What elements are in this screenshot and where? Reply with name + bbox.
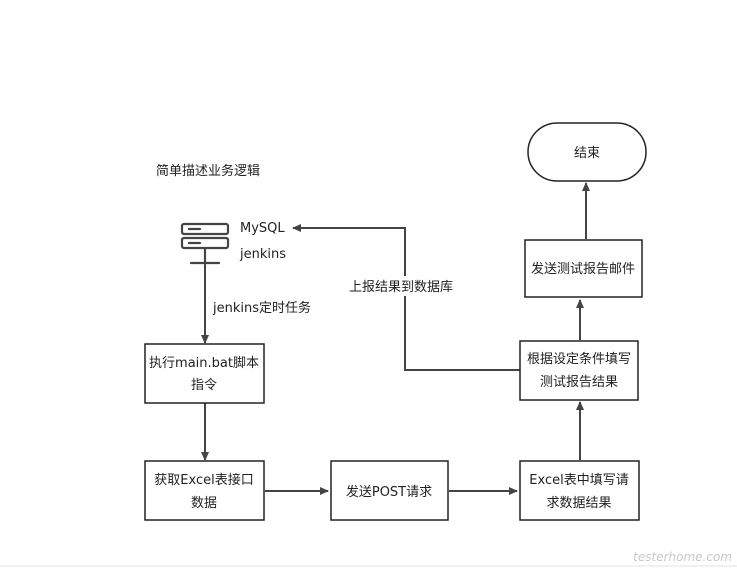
server-label-mysql: MySQL: [240, 221, 285, 236]
node-email: 发送测试报告邮件: [524, 239, 643, 298]
node-email-label: 发送测试报告邮件: [531, 261, 635, 277]
node-fill-line2: 求数据结果: [546, 496, 611, 511]
node-report: 根据设定条件填写 测试报告结果: [519, 340, 639, 401]
node-fill: Excel表中填写请 求数据结果: [519, 460, 640, 521]
node-report-line2: 测试报告结果: [540, 375, 618, 390]
watermark: testerhome.com: [633, 550, 732, 564]
node-exec-line1: 执行main.bat脚本: [149, 355, 259, 371]
server-label-jenkins: jenkins: [239, 247, 286, 262]
diagram-title: 简单描述业务逻辑: [156, 163, 260, 179]
node-fetch: 获取Excel表接口 数据: [144, 460, 265, 521]
node-end-label: 结束: [574, 146, 600, 161]
node-fill-line1: Excel表中填写请: [529, 473, 628, 488]
node-exec-line2: 指令: [191, 378, 217, 393]
node-fetch-line2: 数据: [191, 496, 217, 511]
node-report-line1: 根据设定条件填写: [527, 351, 631, 367]
edge-report-to-server: [292, 224, 520, 371]
edge-label-timer: jenkins定时任务: [212, 300, 311, 316]
node-post-label: 发送POST请求: [346, 484, 432, 500]
edge-label-upload: 上报结果到数据库: [349, 279, 453, 295]
server-icon: [180, 222, 230, 265]
node-post: 发送POST请求: [330, 460, 449, 521]
node-fetch-line1: 获取Excel表接口: [154, 472, 253, 488]
node-end: 结束: [527, 122, 647, 182]
node-exec: 执行main.bat脚本 指令: [144, 343, 265, 404]
